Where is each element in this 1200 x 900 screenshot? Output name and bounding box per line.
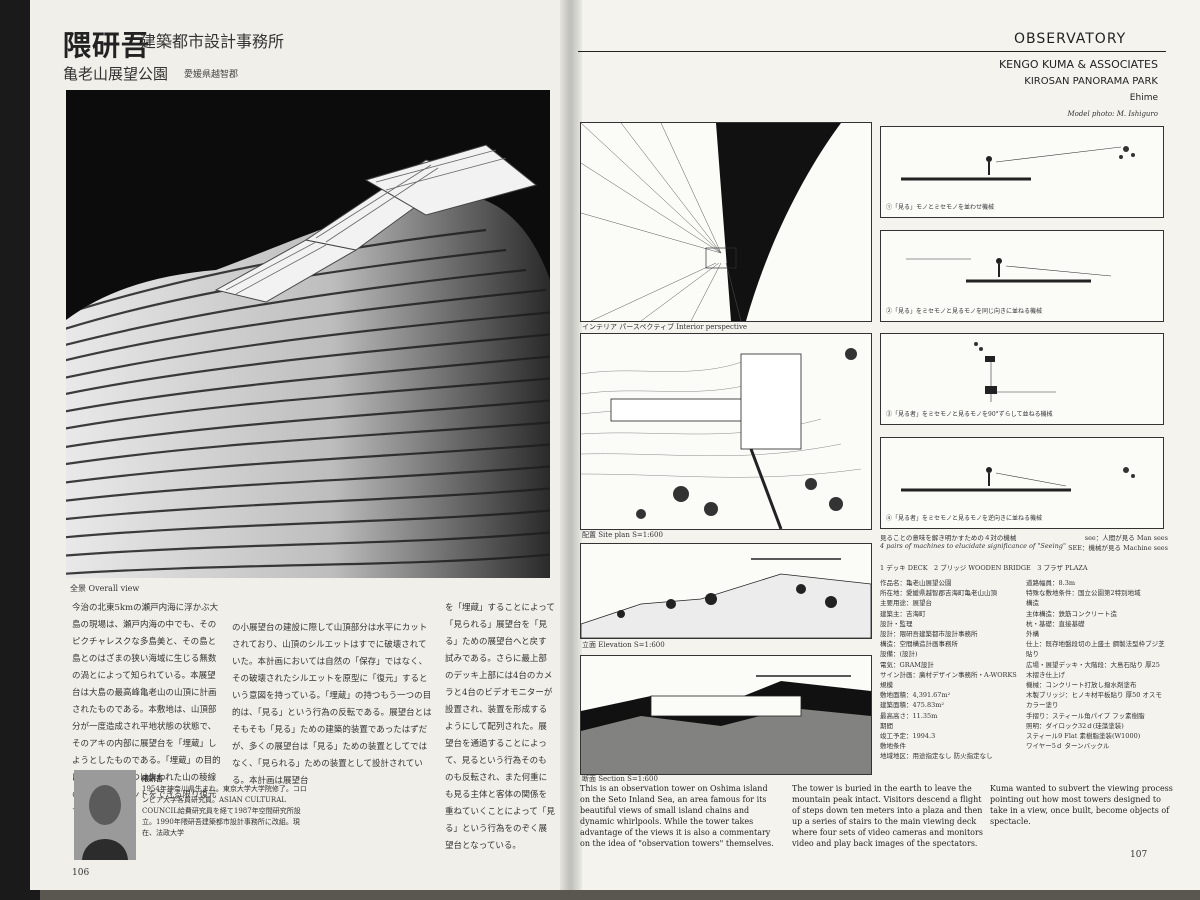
parts-legend: 1 デッキ DECK 2 ブリッジ WOODEN BRIDGE 3 プラザ PL… bbox=[880, 564, 1088, 572]
site-plan-drawing bbox=[580, 333, 872, 530]
bio-text: 1954年神奈川県生まれ。東京大学大学院修了。コロンビア大学客員研究員。ASIA… bbox=[142, 785, 307, 837]
architect-bio: 隈研吾 1954年神奈川県生まれ。東京大学大学院修了。コロンビア大学客員研究員。… bbox=[142, 773, 312, 839]
architect-portrait bbox=[74, 770, 136, 860]
interior-perspective-drawing bbox=[580, 122, 872, 322]
diagram-label-3: ③「見る者」をミセモノと見るモノを90°ずらして並ねる機械 bbox=[886, 411, 1053, 418]
see-legend: see：人間が見る Man sees SEE：機械が見る Machine see… bbox=[1068, 532, 1168, 552]
jp-body-col-3: を「埋蔵」することによって「見られる」展望台を「見る」ための展望台へと戻す試みで… bbox=[445, 603, 555, 851]
site-plan-caption: 配置 Site plan S=1:600 bbox=[582, 531, 663, 539]
jp-body-col-1: 今治の北東5kmの瀬戸内海に浮かぶ大島の現場は、瀬戸内海の中でも、そのピクチャレ… bbox=[72, 603, 221, 817]
page-number-left: 106 bbox=[72, 868, 90, 878]
diagram-label-1: ①「見る」モノとミセモノを並わせ機械 bbox=[886, 204, 995, 211]
section-drawing bbox=[580, 655, 872, 775]
project-name-jp: 亀老山展望公園 bbox=[63, 65, 169, 83]
firm-name-jp: 建築都市設計事務所 bbox=[140, 32, 285, 51]
photo-credit: Model photo: M. Ishiguro bbox=[1067, 110, 1158, 118]
legend-jp: 見ることの意味を解き明かすための４対の機械 bbox=[880, 534, 1017, 542]
legend-see-man: see：人間が見る Man sees bbox=[1084, 534, 1168, 542]
legend-see-machine: SEE：機械が見る Machine sees bbox=[1068, 544, 1168, 552]
machine-diagram-3: ③「見る者」をミセモノと見るモノを90°ずらして並ねる機械 bbox=[880, 333, 1164, 425]
english-text-col-1: This is an observation tower on Oshima i… bbox=[580, 784, 774, 848]
page-number-right: 107 bbox=[1130, 850, 1148, 860]
english-text-col-3: Kuma wanted to subvert the viewing proce… bbox=[990, 784, 1173, 826]
project-data-col-2: 道路幅員：8.3m 特殊な敷地条件：国立公園第2特別地域 構造 主体構造：鉄筋コ… bbox=[1026, 579, 1165, 751]
section-caption: 断面 Section S=1:600 bbox=[582, 775, 658, 783]
machines-legend: 見ることの意味を解き明かすための４対の機械 4 pairs of machine… bbox=[880, 532, 1080, 550]
machine-diagram-1: ①「見る」モノとミセモノを並わせ機械 bbox=[880, 126, 1164, 218]
terraced-hill-model-image bbox=[66, 90, 550, 578]
section-header: OBSERVATORY bbox=[1014, 31, 1127, 47]
photo-caption: 全景 Overall view bbox=[70, 584, 140, 593]
model-photo bbox=[66, 90, 550, 578]
project-name-en: KIROSAN PANORAMA PARK bbox=[1024, 76, 1158, 87]
english-text-col-2: The tower is buried in the earth to leav… bbox=[792, 784, 983, 848]
architect-name: 隈研吾 bbox=[63, 29, 151, 62]
firm-name-en: KENGO KUMA & ASSOCIATES bbox=[998, 58, 1158, 71]
header-rule bbox=[578, 51, 1166, 52]
diagram-label-4: ④「見る者」をミセモノと見るモノを逆向きに並ねる機械 bbox=[886, 515, 1043, 522]
bio-name: 隈研吾 bbox=[142, 774, 163, 783]
interior-caption: インテリア パースペクティブ Interior perspective bbox=[582, 323, 748, 331]
project-data-col-1: 作品名：亀老山展望公園 所在地：愛媛県越智郡吉海町亀老山山頂 主要用途：展望台 … bbox=[880, 579, 1017, 761]
machine-diagram-4: ④「見る者」をミセモノと見るモノを逆向きに並ねる機械 bbox=[880, 437, 1164, 529]
jp-body-col-2: の小展望台の建設に際して山頂部分は水平にカットされており、山頂のシルエットはすで… bbox=[232, 623, 432, 786]
location-jp: 愛媛県越智郡 bbox=[184, 70, 239, 80]
diagram-label-2: ②「見る」をミセモノと見るモノを同じ向きに並ねる機械 bbox=[886, 308, 1043, 315]
book-gutter bbox=[560, 0, 582, 890]
legend-en: 4 pairs of machines to elucidate signifi… bbox=[880, 542, 1066, 550]
elevation-drawing bbox=[580, 543, 872, 639]
elevation-caption: 立面 Elevation S=1:600 bbox=[582, 641, 665, 649]
location-en: Ehime bbox=[1129, 93, 1158, 103]
machine-diagram-2: ②「見る」をミセモノと見るモノを同じ向きに並ねる機械 bbox=[880, 230, 1164, 322]
